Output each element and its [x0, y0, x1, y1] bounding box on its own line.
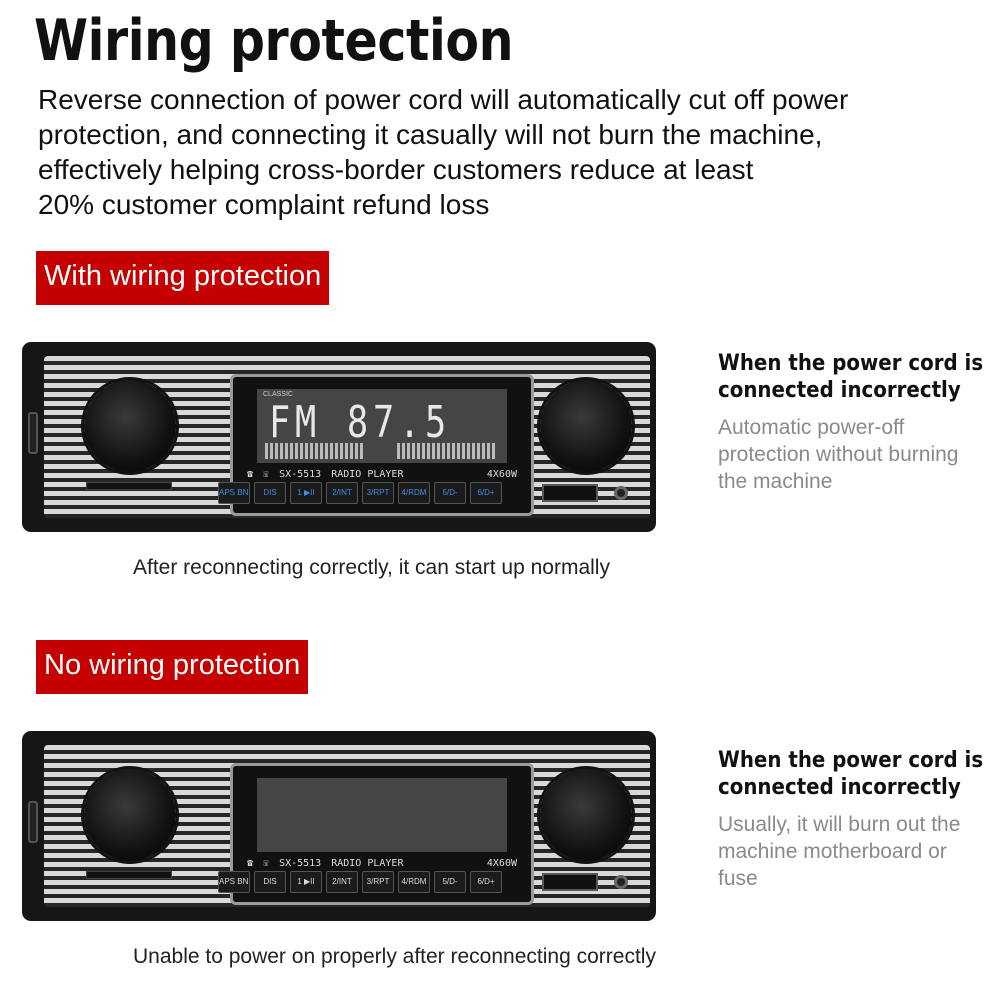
lcd-display-off: [257, 778, 507, 852]
preset-buttons: APS BND DIS 1 ▶II 2/INT 3/RPT 4/RDM 5/D-…: [218, 482, 502, 504]
preset-3-button: 3/RPT: [362, 482, 394, 504]
phone-hangup-icon: ☏: [263, 858, 270, 869]
dis-button: DIS: [254, 871, 286, 893]
preset-5-button: 5/D-: [434, 482, 466, 504]
preset-2-button: 2/INT: [326, 482, 358, 504]
usb-port: [542, 484, 598, 502]
intro-line: Reverse connection of power cord will au…: [38, 84, 849, 115]
tuning-knob: [540, 380, 632, 472]
equalizer-bars: [265, 443, 365, 459]
aux-jack: [614, 486, 628, 500]
usb-port: [542, 873, 598, 891]
radio-model: SX-5513: [279, 469, 322, 480]
card-slot: [86, 871, 172, 879]
preset-5-button: 5/D-: [434, 871, 466, 893]
aps-band-button: APS BND: [218, 871, 250, 893]
page-title: Wiring protection: [34, 8, 514, 74]
side-heading-line1: When the power cord is: [718, 748, 984, 773]
radio-faceplate: ☎ ☏ SX-5513 RADIO PLAYER 4X60W APS BND D…: [44, 745, 650, 907]
side-description: Usually, it will burn out the machine mo…: [718, 813, 961, 890]
radio-power: 4X60W: [486, 858, 517, 869]
car-radio-image-protected: CLASSIC FM 87.5 ☎ ☏ SX-5513 RADIO PLAYER…: [22, 342, 656, 532]
preset-2-button: 2/INT: [326, 871, 358, 893]
radio-model-row: ☎ ☏ SX-5513 RADIO PLAYER 4X60W: [247, 858, 517, 869]
side-description: Automatic power-off protection without b…: [718, 416, 959, 493]
intro-line: protection, and connecting it casually w…: [38, 119, 823, 150]
display-mode-label: CLASSIC: [263, 391, 293, 398]
preset-4-button: 4/RDM: [398, 871, 430, 893]
radio-model: SX-5513: [279, 858, 322, 869]
intro-text: Reverse connection of power cord will au…: [38, 82, 978, 222]
volume-knob: [84, 380, 176, 472]
car-radio-image-unprotected: ☎ ☏ SX-5513 RADIO PLAYER 4X60W APS BND D…: [22, 731, 656, 921]
radio-power: 4X60W: [486, 469, 517, 480]
unprotected-caption: Unable to power on properly after reconn…: [133, 945, 656, 968]
mount-tab: [28, 801, 38, 843]
display-frequency: FM 87.5: [269, 397, 451, 448]
preset-buttons: APS BND DIS 1 ▶II 2/INT 3/RPT 4/RDM 5/D-…: [218, 871, 502, 893]
radio-label: RADIO PLAYER: [331, 469, 404, 480]
phone-answer-icon: ☎: [247, 858, 254, 869]
preset-1-button: 1 ▶II: [290, 482, 322, 504]
preset-3-button: 3/RPT: [362, 871, 394, 893]
aps-band-button: APS BND: [218, 482, 250, 504]
aux-jack: [614, 875, 628, 889]
intro-line: effectively helping cross-border custome…: [38, 154, 754, 185]
preset-6-button: 6/D+: [470, 871, 502, 893]
radio-faceplate: CLASSIC FM 87.5 ☎ ☏ SX-5513 RADIO PLAYER…: [44, 356, 650, 518]
side-heading-line2: connected incorrectly: [718, 775, 961, 800]
mount-tab: [28, 412, 38, 454]
intro-line: 20% customer complaint refund loss: [38, 189, 490, 220]
dis-button: DIS: [254, 482, 286, 504]
equalizer-bars: [397, 443, 497, 459]
radio-label: RADIO PLAYER: [331, 858, 404, 869]
with-protection-tag: With wiring protection: [36, 251, 330, 305]
preset-1-button: 1 ▶II: [290, 871, 322, 893]
phone-hangup-icon: ☏: [263, 469, 270, 480]
radio-model-row: ☎ ☏ SX-5513 RADIO PLAYER 4X60W: [247, 469, 517, 480]
phone-answer-icon: ☎: [247, 469, 254, 480]
tuning-knob: [540, 769, 632, 861]
side-heading-line1: When the power cord is: [718, 351, 984, 376]
card-slot: [86, 482, 172, 490]
no-protection-tag: No wiring protection: [36, 640, 309, 694]
preset-6-button: 6/D+: [470, 482, 502, 504]
preset-4-button: 4/RDM: [398, 482, 430, 504]
side-heading-line2: connected incorrectly: [718, 378, 961, 403]
volume-knob: [84, 769, 176, 861]
lcd-display: CLASSIC FM 87.5: [257, 389, 507, 463]
protected-caption: After reconnecting correctly, it can sta…: [133, 556, 610, 579]
